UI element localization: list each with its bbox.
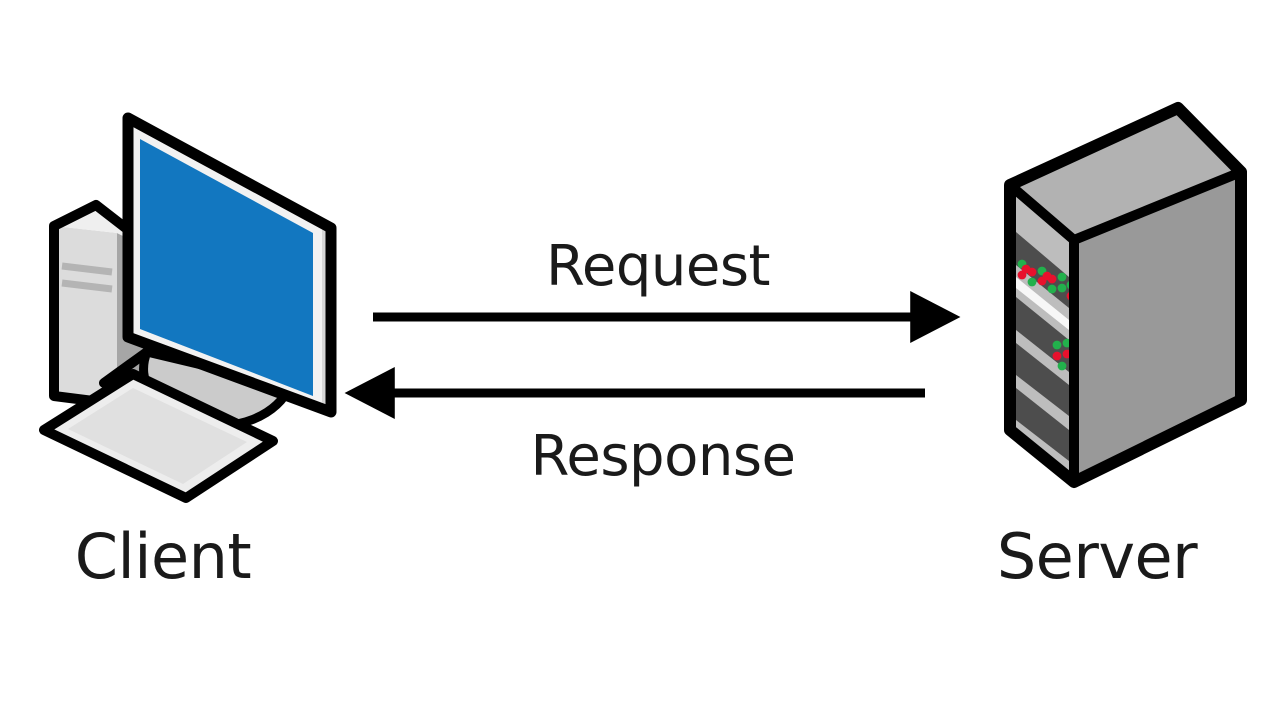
server-tower-icon [1004,102,1247,488]
monitor-foot-icon [99,347,152,388]
request-edge[interactable]: Request [373,234,961,344]
keyboard-icon [39,369,278,503]
server-node[interactable]: Server [997,102,1247,593]
response-edge[interactable]: Response [344,366,925,489]
server-led-cluster-bottom [1052,338,1072,371]
client-label: Client [75,520,252,593]
client-node[interactable]: Client [39,112,337,593]
response-label: Response [531,424,796,489]
monitor-icon [122,112,337,418]
server-label: Server [997,520,1198,593]
request-label: Request [546,234,770,299]
